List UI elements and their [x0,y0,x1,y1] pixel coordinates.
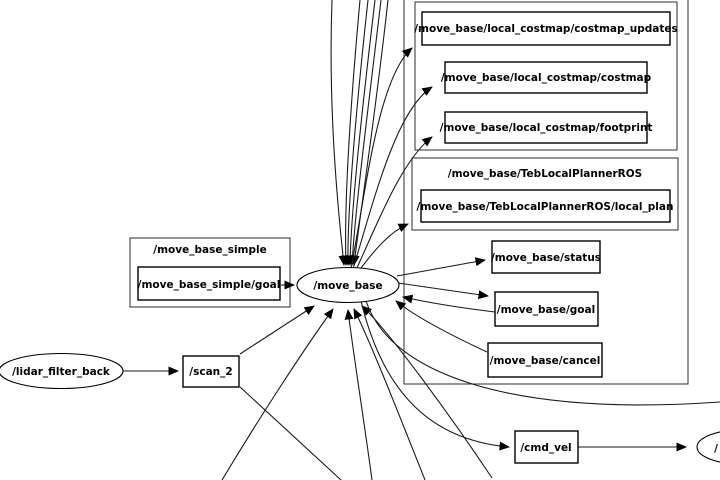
node-lidar-filter-back-label: /lidar_filter_back [12,366,111,378]
edge-move-base-to-local-plan [357,223,409,273]
node-move-base[interactable]: /move_base [296,266,400,304]
edge-move-base-to-cmd-vel [360,300,510,451]
edge-move-base-to-status [396,257,486,277]
cluster-teb-local-planner [411,157,679,231]
topic-costmap-updates[interactable]: /move_base/local_costmap/costmap_updates [414,11,678,46]
cluster-move-base-simple [129,237,291,308]
topic-move-base-simple-goal-label: /move_base_simple/goal [138,279,281,291]
topic-costmap-label: /move_base/local_costmap/costmap [441,72,652,84]
edge-cancel-to-move-base [395,300,488,353]
topic-move-base-status[interactable]: /move_base/status [491,240,601,274]
edge-offscreen-top-3-to-move-base [343,0,369,266]
cluster-move-base-simple-label: /move_base_simple [153,244,266,256]
cluster-teb-local-planner-label: /move_base/TebLocalPlannerROS [448,168,642,180]
edge-offscreen-top-5-to-move-base [348,0,382,266]
cluster-local-costmap [414,1,678,151]
node-move-base-label: /move_base [313,280,382,292]
edge-offscreen-bottom-1-to-move-base [221,308,334,480]
node-clipped-bottom-right-label: / [714,443,718,455]
edge-offscreen-bottom-3-to-move-base [353,308,426,480]
topic-cmd-vel-label: /cmd_vel [520,442,571,454]
edge-move-base-to-footprint [355,136,433,271]
topic-move-base-goal[interactable]: /move_base/goal [494,291,599,327]
edge-move-base-to-goal [397,282,489,300]
edge-offscreen-top-6-to-move-base [350,0,389,266]
topic-footprint[interactable]: /move_base/local_costmap/footprint [440,111,653,144]
edge-move-base-to-costmap [352,86,433,270]
topic-local-plan[interactable]: /move_base/TebLocalPlannerROS/local_plan [417,189,674,223]
topic-move-base-cancel-label: /move_base/cancel [490,355,601,367]
edge-offscreen-top-1-to-move-base [330,0,348,266]
node-lidar-filter-back[interactable]: /lidar_filter_back [0,352,124,390]
edge-offscreen-bottom-4-to-move-base [361,305,493,479]
cluster-move-base-namespace [403,0,689,385]
edge-goal-to-move-base [402,294,496,313]
topic-footprint-label: /move_base/local_costmap/footprint [440,122,653,134]
topic-scan-2[interactable]: /scan_2 [182,355,240,388]
topic-local-plan-label: /move_base/TebLocalPlannerROS/local_plan [417,201,674,213]
node-clipped-bottom-right[interactable]: / [696,430,720,465]
topic-costmap[interactable]: /move_base/local_costmap/costmap [441,61,652,94]
edge-offscreen-top-4-to-move-base [345,0,376,266]
topic-move-base-goal-label: /move_base/goal [497,304,595,316]
edge-offscreen-top-2-to-move-base [341,0,361,266]
topic-cmd-vel[interactable]: /cmd_vel [514,430,579,464]
edge-scan-2-to-move-base [239,305,315,355]
edge-scan-2-to-offscreen-bottom [239,386,342,480]
topic-costmap-updates-label: /move_base/local_costmap/costmap_updates [414,23,678,35]
edge-offscreen-bottom-2-to-move-base [344,309,373,480]
topic-move-base-simple-goal[interactable]: /move_base_simple/goal [137,266,281,301]
topic-scan-2-label: /scan_2 [189,366,232,378]
topic-move-base-cancel[interactable]: /move_base/cancel [487,342,603,378]
topic-move-base-status-label: /move_base/status [491,252,601,264]
edge-move-base-to-offscreen-right [365,300,720,406]
edge-move-base-to-costmap-updates [350,47,413,270]
